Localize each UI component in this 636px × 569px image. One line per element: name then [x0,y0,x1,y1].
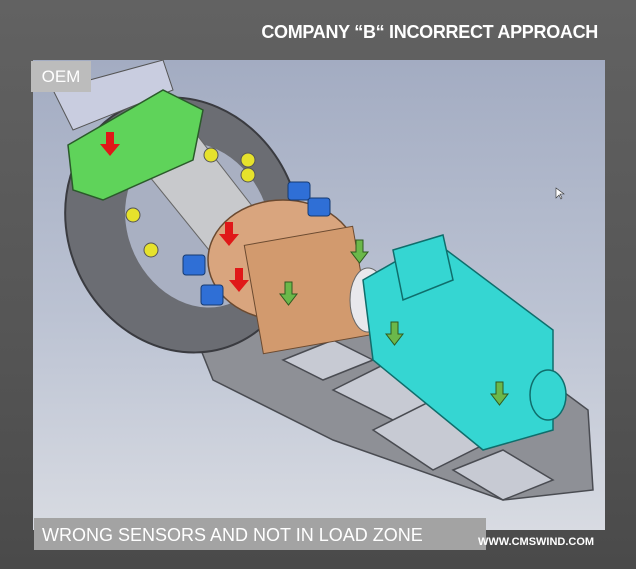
arrows-green [278,239,510,406]
caption-banner: WRONG SENSORS AND NOT IN LOAD ZONE [34,518,486,550]
drivetrain-model [52,60,594,501]
slide-title: COMPANY “B“ INCORRECT APPROACH [261,22,598,42]
website-link[interactable]: WWW.CMSWIND.COM [478,536,595,548]
sensors-yellow [125,147,256,258]
shaft-clamp [67,89,204,201]
gearbox [207,199,373,355]
sensors-blue [182,181,331,306]
cad-render [33,60,605,530]
arrows-red [100,132,249,292]
mouse-cursor-icon [555,187,565,200]
oem-label: OEM [31,61,91,92]
